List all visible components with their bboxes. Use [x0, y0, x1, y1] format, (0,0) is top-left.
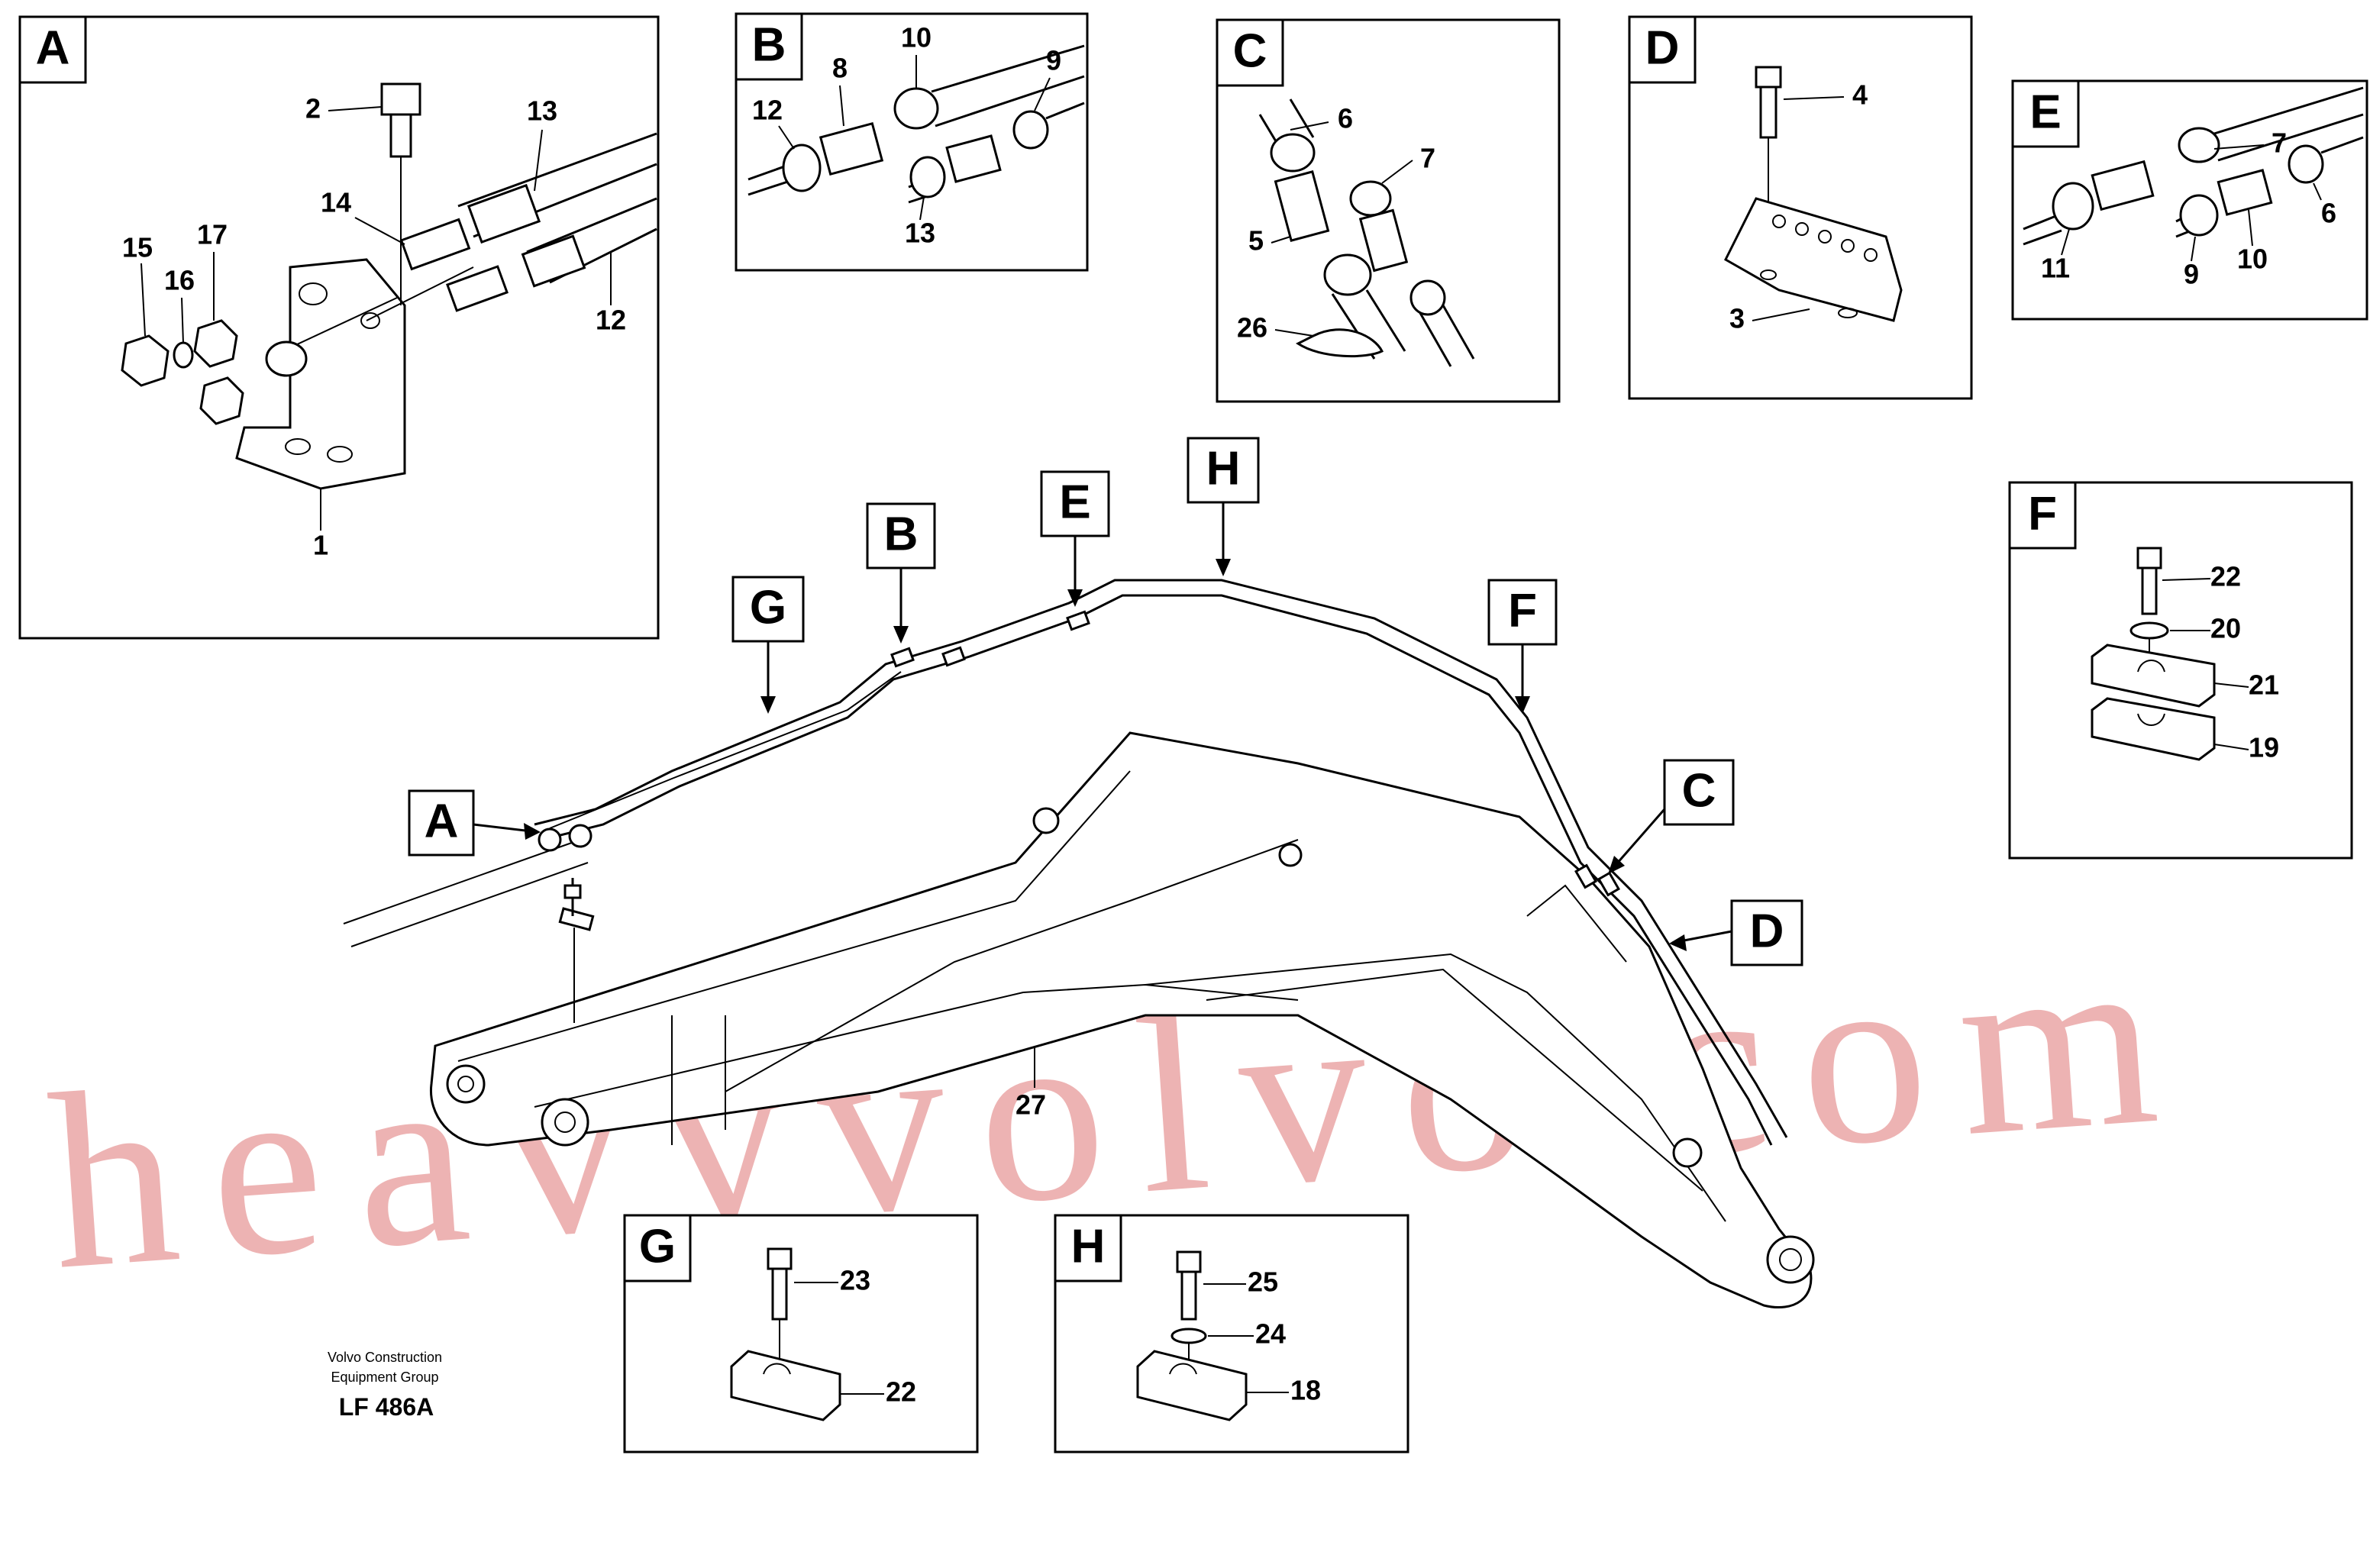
hydraulic-line-1 [534, 579, 1788, 1138]
publisher-line-2: Equipment Group [331, 1370, 438, 1385]
panel-B-label-9: 9 [1046, 45, 1061, 76]
svg-text:C: C [1682, 764, 1716, 817]
panel-B-letter: B [752, 18, 786, 71]
panel-A-label-13: 13 [527, 95, 557, 127]
panel-D-letter: D [1645, 21, 1680, 74]
figure-credit: Volvo Construction Equipment Group LF 48… [328, 1350, 442, 1421]
svg-text:A: A [425, 795, 459, 847]
panel-B-label-8: 8 [832, 53, 848, 84]
panel-E-label-7: 7 [2272, 127, 2287, 159]
panel-C-label-5: 5 [1248, 225, 1264, 256]
panel-H-label-18: 18 [1290, 1375, 1321, 1406]
svg-text:D: D [1750, 905, 1784, 957]
panel-H-letter: H [1071, 1220, 1106, 1273]
callout-D: D [1669, 899, 1803, 966]
callout-A: A [408, 789, 541, 857]
panel-A-label-14: 14 [321, 187, 351, 218]
panel-A-letter: A [36, 21, 70, 74]
panel-B-label-10: 10 [901, 22, 932, 53]
callout-C: C [1608, 759, 1735, 874]
detail-panel-D: D 4 3 [1628, 15, 1973, 400]
svg-text:F: F [1508, 584, 1537, 637]
detail-panel-A: A 2 13 14 17 15 [18, 15, 660, 640]
callout-H: H [1187, 437, 1260, 576]
svg-text:E: E [1059, 476, 1090, 528]
panel-C-label-7: 7 [1420, 143, 1435, 174]
panel-E-label-10: 11 [2041, 253, 2070, 284]
panel-D-label-4: 4 [1852, 79, 1868, 111]
panel-E-label-9: 9 [2184, 259, 2199, 290]
panel-F-letter: F [2028, 487, 2057, 540]
boom-drawing [343, 579, 1815, 1309]
panel-F-label-19: 19 [2249, 732, 2279, 763]
panel-E-label-11: 10 [2237, 244, 2268, 275]
figure-code: LF 486A [339, 1393, 434, 1421]
hydraulic-line-2 [541, 594, 1773, 1146]
panel-G-label-23: 23 [840, 1265, 870, 1296]
panel-A-label-17: 17 [197, 219, 228, 250]
detail-panel-C: C 6 7 5 26 [1216, 18, 1561, 403]
detail-panel-E: E 7 6 11 9 10 [2011, 79, 2368, 321]
detail-panel-F: F 22 20 21 19 [2008, 481, 2353, 860]
panel-C-letter: C [1233, 24, 1267, 77]
panel-A-label-2: 2 [305, 93, 321, 124]
panel-A-label-12: 12 [596, 305, 626, 336]
svg-text:B: B [884, 508, 919, 560]
panel-H-label-25: 25 [1248, 1266, 1278, 1298]
panel-F-label-20: 20 [2210, 613, 2241, 644]
boom-outline [429, 731, 1813, 1309]
panel-H-label-24: 24 [1255, 1318, 1286, 1350]
panel-D-label-3: 3 [1729, 303, 1745, 334]
callout-G: G [731, 576, 805, 714]
callout-B: B [866, 502, 936, 644]
panel-C-label-26: 26 [1237, 312, 1267, 344]
panel-G-label-22: 22 [886, 1376, 916, 1408]
svg-text:G: G [750, 581, 786, 634]
callout-tags: A G B E H [408, 437, 1803, 1121]
panel-E-label-6: 6 [2321, 198, 2336, 229]
callout-E: E [1040, 470, 1110, 607]
panel-F-label-21: 22 [2210, 561, 2241, 592]
panel-C-label-6: 6 [1338, 103, 1353, 134]
panel-G-letter: G [639, 1220, 676, 1273]
detail-panel-B: B 10 8 9 12 13 [735, 12, 1089, 272]
svg-text:H: H [1206, 442, 1241, 495]
panel-E-letter: E [2029, 85, 2061, 138]
panel-A-label-16: 16 [164, 265, 195, 296]
panel-A-label-1: 1 [313, 530, 328, 561]
detail-panel-G: G 23 22 [623, 1214, 979, 1453]
panel-B-label-12: 12 [752, 95, 783, 126]
panel-F-label-22: 21 [2249, 669, 2279, 701]
publisher-line-1: Volvo Construction [328, 1350, 442, 1365]
part-label-27: 27 [1015, 1089, 1046, 1121]
panel-B-label-13: 13 [905, 218, 935, 249]
panel-A-label-15: 15 [122, 232, 153, 263]
callout-F: F [1487, 579, 1558, 714]
detail-panel-H: H 25 24 18 [1054, 1214, 1409, 1453]
